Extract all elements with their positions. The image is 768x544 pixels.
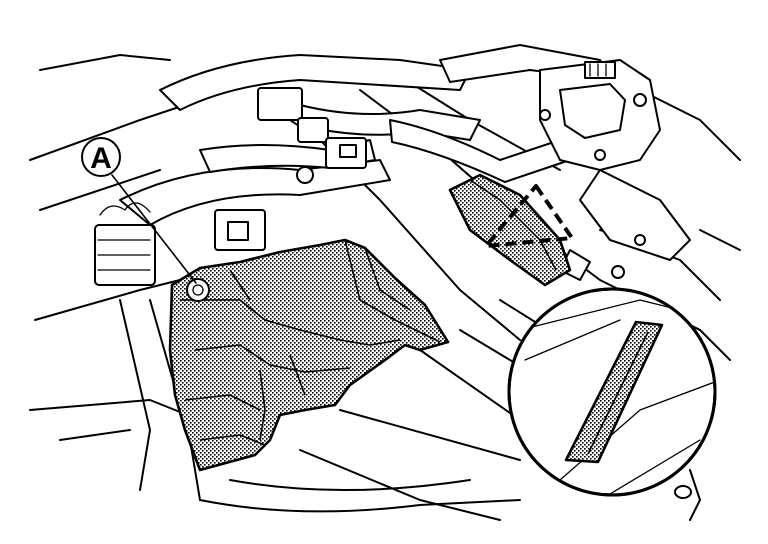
callout-a-label: A: [90, 142, 112, 175]
wiring-harness: [94, 44, 611, 286]
cover-part: [168, 238, 450, 472]
bracket-assembly: [539, 59, 691, 281]
detail-edge-strip: [564, 320, 664, 464]
detail-magnifier: [507, 287, 717, 497]
shaded-edge-strip: [448, 173, 572, 287]
callout-a: A: [81, 137, 197, 284]
clip-location-marker: [484, 184, 574, 248]
